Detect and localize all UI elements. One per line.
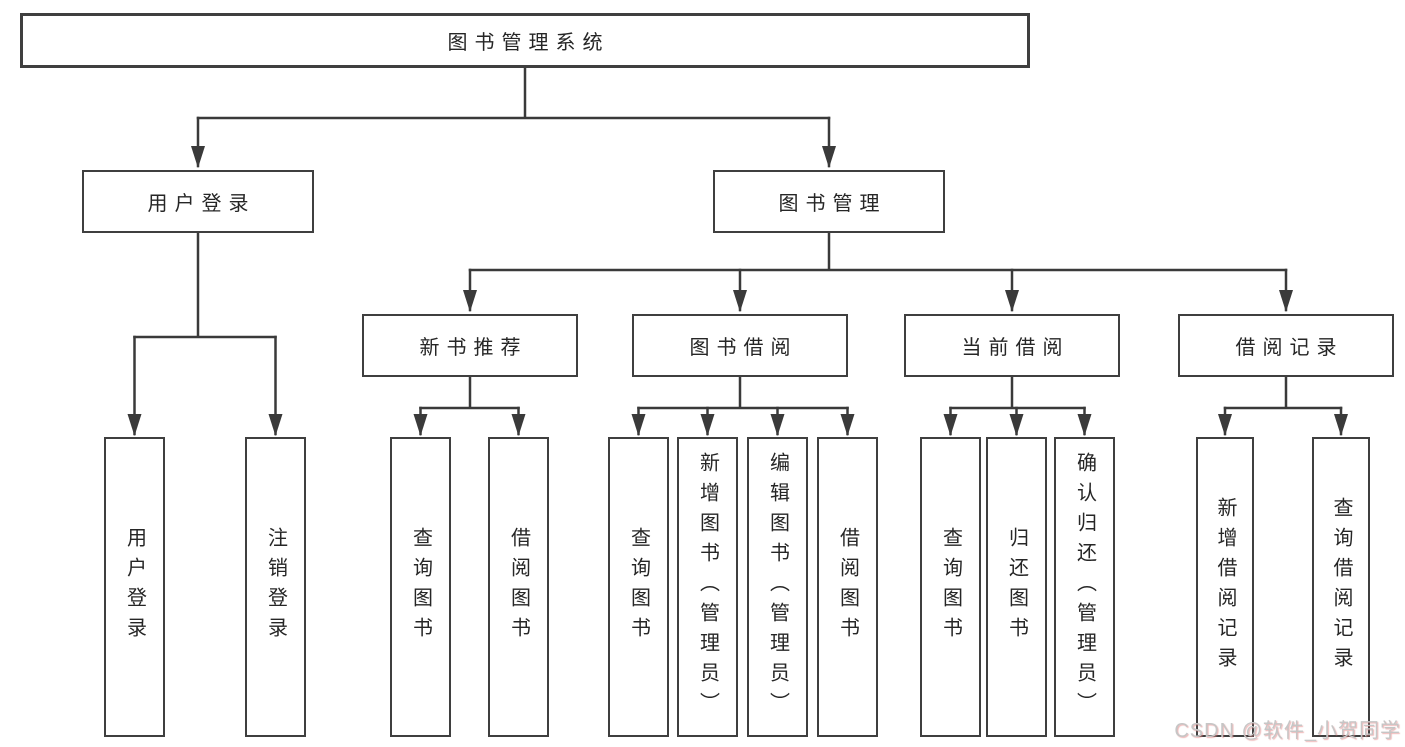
leaf-edit-books-admin: 编辑图书（管理员） xyxy=(747,437,808,737)
edge-root-to-level2 xyxy=(191,66,836,168)
leaf-borrow-borrow-books: 借阅图书 xyxy=(817,437,878,737)
leaf-borrow-borrow-books-label: 借阅图书 xyxy=(836,527,859,647)
edge-book-management-children xyxy=(463,231,1293,312)
leaf-add-borrow-record: 新增借阅记录 xyxy=(1196,437,1254,737)
leaf-user-login-label: 用户登录 xyxy=(123,527,146,647)
edge-book-borrow-children xyxy=(631,375,855,436)
node-book-management-label: 图书管理 xyxy=(778,193,887,215)
leaf-recommend-borrow-books: 借阅图书 xyxy=(488,437,549,737)
leaf-edit-books-admin-label: 编辑图书（管理员） xyxy=(766,452,789,722)
edge-new-book-recommend-children xyxy=(413,375,526,436)
leaf-recommend-query-books: 查询图书 xyxy=(390,437,451,737)
leaf-query-borrow-record-label: 查询借阅记录 xyxy=(1330,497,1352,677)
leaf-return-books-label: 归还图书 xyxy=(1005,527,1028,647)
node-book-borrow: 图书借阅 xyxy=(632,314,848,377)
leaf-add-borrow-record-label: 新增借阅记录 xyxy=(1214,497,1236,677)
node-borrow-records: 借阅记录 xyxy=(1178,314,1394,377)
node-new-book-recommend: 新书推荐 xyxy=(362,314,578,377)
leaf-recommend-query-books-label: 查询图书 xyxy=(409,527,432,647)
node-new-book-recommend-label: 新书推荐 xyxy=(419,337,528,359)
edge-borrow-records-children xyxy=(1218,375,1348,436)
node-current-borrow-label: 当前借阅 xyxy=(961,337,1070,359)
leaf-add-books-admin-label: 新增图书（管理员） xyxy=(696,452,719,722)
node-root-system: 图书管理系统 xyxy=(20,13,1030,68)
node-user-login: 用户登录 xyxy=(82,170,314,233)
leaf-query-borrow-record: 查询借阅记录 xyxy=(1312,437,1370,737)
leaf-return-books: 归还图书 xyxy=(986,437,1047,737)
leaf-borrow-query-books-label: 查询图书 xyxy=(627,527,650,647)
node-book-management: 图书管理 xyxy=(713,170,945,233)
leaf-logout: 注销登录 xyxy=(245,437,306,737)
node-user-login-label: 用户登录 xyxy=(147,193,256,215)
leaf-confirm-return-admin: 确认归还（管理员） xyxy=(1054,437,1115,737)
leaf-user-login: 用户登录 xyxy=(104,437,165,737)
leaf-confirm-return-admin-label: 确认归还（管理员） xyxy=(1073,452,1096,722)
node-borrow-records-label: 借阅记录 xyxy=(1235,337,1344,359)
leaf-add-books-admin: 新增图书（管理员） xyxy=(677,437,738,737)
edge-current-borrow-children xyxy=(943,375,1092,436)
edge-user-login-children xyxy=(127,231,283,436)
leaf-current-query-books-label: 查询图书 xyxy=(939,527,962,647)
watermark: CSDN @软件_小贺同学 xyxy=(1174,720,1401,742)
node-book-borrow-label: 图书借阅 xyxy=(689,337,798,359)
leaf-current-query-books: 查询图书 xyxy=(920,437,981,737)
node-root-system-label: 图书管理系统 xyxy=(447,32,610,54)
node-current-borrow: 当前借阅 xyxy=(904,314,1120,377)
leaf-logout-label: 注销登录 xyxy=(264,527,287,647)
leaf-recommend-borrow-books-label: 借阅图书 xyxy=(507,527,530,647)
leaf-borrow-query-books: 查询图书 xyxy=(608,437,669,737)
